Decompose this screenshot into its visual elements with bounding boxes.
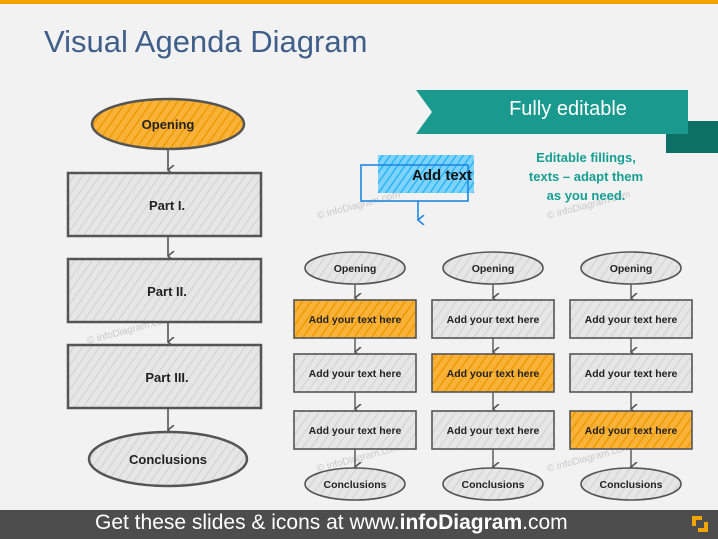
- infodiagram-logo-icon: [692, 516, 708, 532]
- big-opening-label: Opening: [142, 117, 195, 132]
- big-part-3-label: Part III.: [145, 370, 188, 385]
- sample-blue-fill: [378, 155, 474, 193]
- big-conclusions-node[interactable]: [87, 430, 249, 488]
- opening-label: Opening: [610, 263, 653, 275]
- note-line: texts – adapt them: [528, 169, 644, 184]
- big-part-1-label: Part I.: [149, 198, 185, 213]
- conclusions-node[interactable]: [304, 467, 406, 501]
- big-flowchart: Opening Part I. Part II. Part III. Concl…: [66, 97, 263, 488]
- big-part-1-box[interactable]: [66, 171, 263, 238]
- footer-bar: Get these slides & icons at www.infoDiag…: [0, 510, 718, 539]
- step-label: Add your text here: [309, 314, 402, 326]
- note-line: as you need.: [546, 188, 626, 203]
- editable-note: Editable fillings, texts – adapt them as…: [514, 148, 658, 205]
- step-box[interactable]: [431, 299, 555, 339]
- step-box[interactable]: [293, 410, 417, 450]
- step-label: Add your text here: [309, 425, 402, 437]
- top-accent-bar: [0, 0, 718, 4]
- step-box[interactable]: [431, 410, 555, 450]
- fully-editable-banner: [416, 90, 718, 153]
- conclusions-label: Conclusions: [461, 479, 524, 491]
- step-label: Add your text here: [447, 425, 540, 437]
- footer-prefix: Get these slides & icons at www.: [95, 511, 400, 534]
- opening-label: Opening: [334, 263, 377, 275]
- step-label: Add your text here: [585, 314, 678, 326]
- footer-brand: infoDiagram: [399, 511, 523, 534]
- big-part-2-box[interactable]: [66, 257, 263, 324]
- step-box[interactable]: [569, 410, 693, 450]
- big-part-3-box[interactable]: [66, 343, 263, 410]
- banner-label: Fully editable: [509, 98, 627, 120]
- big-conclusions-label: Conclusions: [129, 452, 207, 467]
- step-box[interactable]: [431, 353, 555, 393]
- footer-suffix: .com: [522, 511, 568, 534]
- conclusions-label: Conclusions: [323, 479, 386, 491]
- conclusions-node[interactable]: [580, 467, 682, 501]
- sample-add-text-shape: Add text: [360, 155, 474, 220]
- sample-outline[interactable]: [360, 164, 469, 202]
- sample-label: Add text: [412, 167, 472, 184]
- footer-text[interactable]: Get these slides & icons at www.infoDiag…: [95, 511, 568, 535]
- step-label: Add your text here: [447, 368, 540, 380]
- step-label: Add your text here: [585, 425, 678, 437]
- watermark: © infoDiagram.com: [316, 189, 402, 222]
- step-label: Add your text here: [309, 368, 402, 380]
- opening-label: Opening: [472, 263, 515, 275]
- note-line: Editable fillings,: [536, 150, 636, 165]
- conclusions-node[interactable]: [442, 467, 544, 501]
- step-label: Add your text here: [447, 314, 540, 326]
- conclusions-label: Conclusions: [599, 479, 662, 491]
- step-box[interactable]: [569, 299, 693, 339]
- step-box[interactable]: [293, 353, 417, 393]
- big-part-2-label: Part II.: [147, 284, 187, 299]
- page-title: Visual Agenda Diagram: [44, 24, 368, 59]
- step-label: Add your text here: [585, 368, 678, 380]
